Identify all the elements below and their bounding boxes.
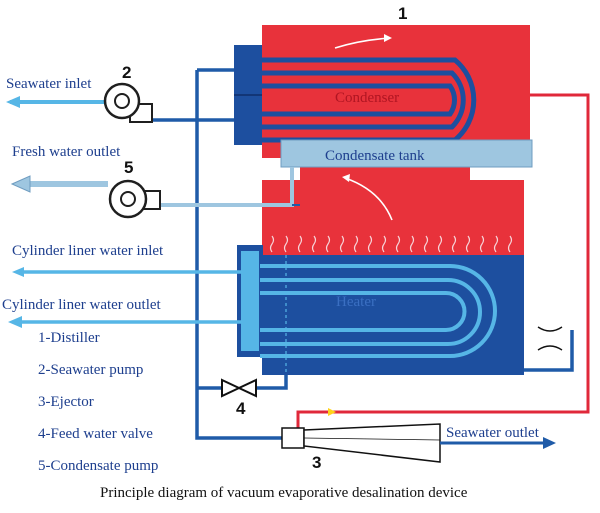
heater-tube-outer <box>260 264 497 358</box>
vapor-arrowhead-top <box>384 34 392 42</box>
condensate-pump-number: 5 <box>124 158 133 177</box>
seawater-pump-number: 2 <box>122 63 131 82</box>
fresh-water-outlet-label: Fresh water outlet <box>12 144 121 160</box>
heater-label: Heater <box>336 294 376 310</box>
legend-item: 2-Seawater pump <box>38 362 143 378</box>
heater-tube-inner <box>260 291 467 332</box>
feed-water-valve <box>221 378 257 398</box>
feed-water-valve-number: 4 <box>236 399 246 418</box>
cylinder-liner-water-inlet-label: Cylinder liner water inlet <box>12 243 164 259</box>
heater-body <box>237 245 524 375</box>
seawater-pump <box>103 82 153 123</box>
vapor-arrowhead-mid <box>342 174 350 182</box>
fresh-water-outlet-arrowhead <box>10 175 31 193</box>
condenser-tube-inner <box>262 83 457 117</box>
shell-mid-band <box>262 180 524 210</box>
condenser-label: Condenser <box>335 90 399 106</box>
condensate-tank-label: Condensate tank <box>325 148 425 164</box>
distiller-number: 1 <box>398 4 407 23</box>
condenser-tube-mid <box>262 70 466 130</box>
condensate-tank <box>280 139 533 168</box>
liner-outlet-arrowhead <box>8 316 22 328</box>
liner-water-lines <box>20 270 241 324</box>
condenser-tube-outer <box>262 57 477 143</box>
red-return-pipe <box>296 93 590 428</box>
seawater-inlet-label: Seawater inlet <box>6 76 92 92</box>
seawater-outlet-arrowhead <box>543 437 556 449</box>
legend-item: 4-Feed water valve <box>38 426 153 442</box>
vapor-arrow-mid <box>344 177 393 221</box>
seawater-inlet-arrowhead <box>6 96 20 108</box>
diagram-caption: Principle diagram of vacuum evaporative … <box>100 485 468 501</box>
legend-item: 5-Condensate pump <box>38 458 158 474</box>
ejector-number: 3 <box>312 453 321 472</box>
liner-inlet-arrowhead <box>12 267 24 277</box>
legend: 1-Distiller 2-Seawater pump 3-Ejector 4-… <box>38 330 158 474</box>
blue-pipelines <box>148 68 574 440</box>
heater-tube-mid <box>260 278 482 346</box>
ejector <box>281 423 441 463</box>
condensate-pump <box>108 179 161 219</box>
cylinder-liner-water-outlet-label: Cylinder liner water outlet <box>2 297 162 313</box>
evaporation-zone <box>262 210 524 255</box>
yellow-flow-marker <box>328 408 336 416</box>
condenser-assembly <box>234 45 477 145</box>
seawater-outlet-label: Seawater outlet <box>446 425 540 441</box>
legend-item: 3-Ejector <box>38 394 94 410</box>
vapor-waves <box>269 235 513 253</box>
vent-symbol <box>537 326 563 351</box>
legend-item: 1-Distiller <box>38 330 100 346</box>
heater-header <box>241 251 259 351</box>
